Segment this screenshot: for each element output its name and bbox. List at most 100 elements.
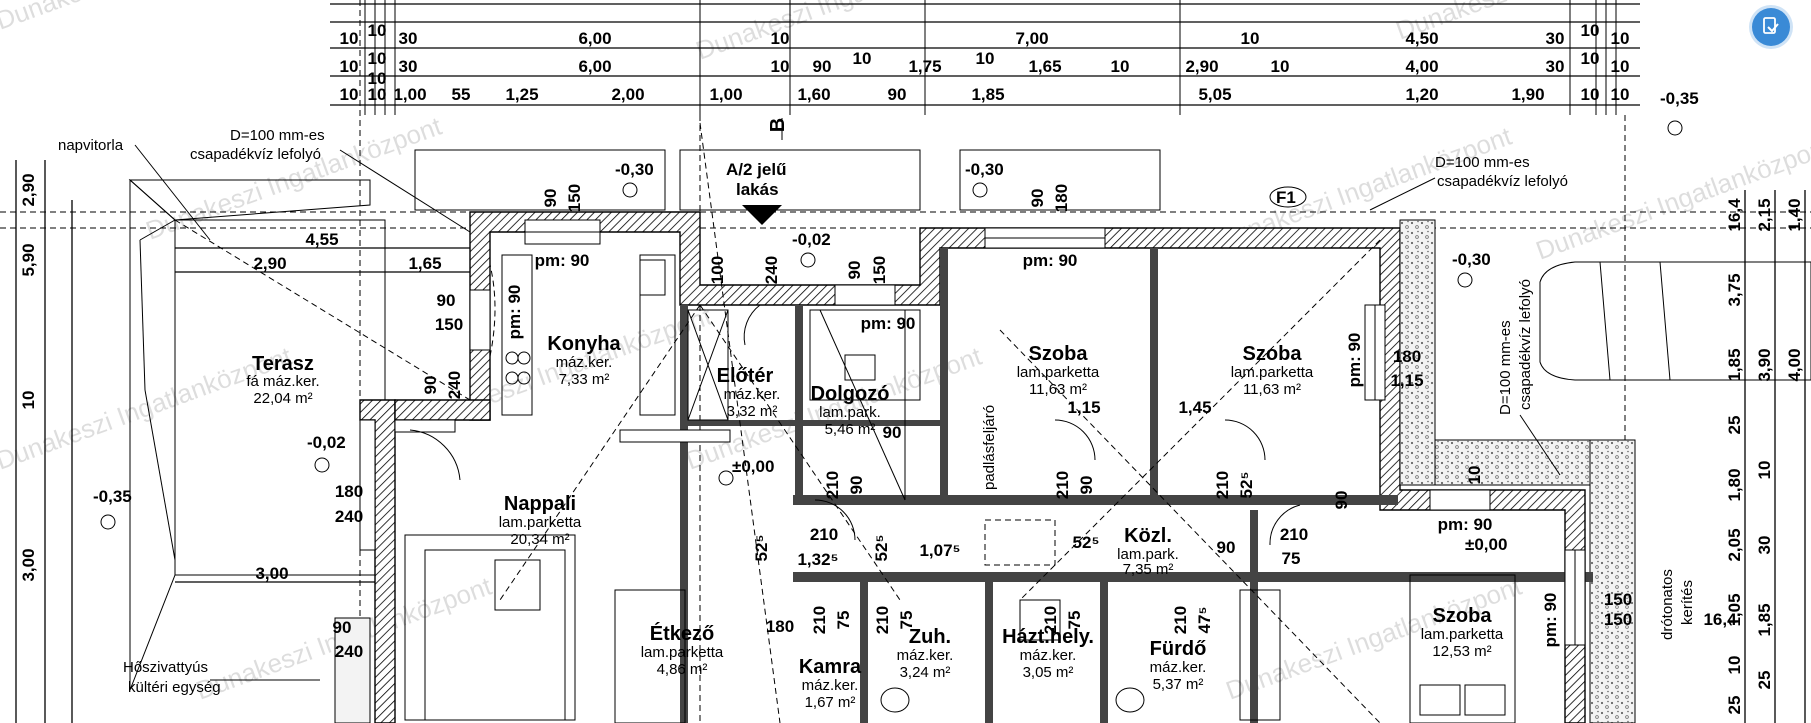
dim-label: 10 bbox=[1581, 49, 1600, 68]
dim-label: 210 bbox=[1171, 606, 1190, 634]
document-export-icon bbox=[1763, 17, 1779, 34]
dim-label: 75 bbox=[897, 611, 916, 630]
dim-label: 1,85 bbox=[1725, 348, 1744, 381]
dim-label: 10 bbox=[1465, 466, 1484, 485]
room-name: Fürdő bbox=[1150, 638, 1207, 660]
room-finish: lam.parketta bbox=[1231, 364, 1314, 381]
dim-label: 52⁵ bbox=[1073, 533, 1100, 552]
dim-label: 240 bbox=[335, 507, 363, 526]
dim-label: 1,65 bbox=[408, 254, 441, 273]
level-marker: -0,02 bbox=[307, 433, 346, 473]
level-marker: ±0,00 bbox=[718, 457, 774, 486]
dim-label: 52⁵ bbox=[752, 535, 771, 562]
room-name: Étkező bbox=[650, 622, 714, 645]
dim-label: 90 bbox=[437, 291, 456, 310]
dim-label: 150 bbox=[435, 315, 463, 334]
inner-dimensions: 90 150 90 240 180 240 90 240 pm: 90 pm: … bbox=[333, 184, 1738, 661]
room-name: Házt.hely. bbox=[1002, 626, 1094, 648]
room-area: 5,37 m² bbox=[1153, 676, 1204, 693]
dim-label: 150 bbox=[1604, 590, 1632, 609]
note-drain: csapadékvíz lefolyó bbox=[190, 146, 321, 163]
dim-label: 2,90 bbox=[19, 173, 38, 206]
note-heatpump: Hőszivattyús bbox=[123, 659, 208, 676]
dim-label: 1,85 bbox=[1755, 603, 1774, 636]
level-marker: -0,35 bbox=[93, 487, 132, 530]
car-outline bbox=[1539, 261, 1811, 381]
level-value: -0,02 bbox=[307, 433, 346, 452]
dim-label: 7,00 bbox=[1015, 29, 1048, 48]
level-marker: -0,30 bbox=[965, 160, 1004, 198]
dim-label: 10 bbox=[368, 85, 387, 104]
room-name: Dolgozó bbox=[811, 383, 890, 405]
left-dimension-lines: 2,90 5,90 10 3,00 bbox=[15, 160, 73, 723]
dim-label: 90 bbox=[847, 476, 866, 495]
room-area: 11,63 m² bbox=[1243, 381, 1301, 398]
room-finish: máz.ker. bbox=[802, 677, 859, 694]
dim-label: 1,15 bbox=[1067, 398, 1100, 417]
dim-label: 10 bbox=[1611, 85, 1630, 104]
room-finish: lam.parketta bbox=[641, 644, 724, 661]
dim-label: pm: 90 bbox=[861, 314, 916, 333]
dim-label: 210 bbox=[1280, 525, 1308, 544]
note-drain: D=100 mm-es bbox=[230, 127, 325, 144]
dim-label: 6,00 bbox=[578, 57, 611, 76]
note-fence: kerítés bbox=[1679, 580, 1696, 625]
dim-label: 10 bbox=[1581, 85, 1600, 104]
f1-label: F1 bbox=[1276, 188, 1296, 207]
note-attic: padlásfeljáró bbox=[981, 405, 998, 490]
unit-entrance: B A/2 jelű lakás F1 bbox=[414, 118, 1307, 225]
level-value: -0,35 bbox=[1660, 89, 1699, 108]
dim-label: 5,90 bbox=[19, 243, 38, 276]
room-name: Nappali bbox=[504, 493, 576, 515]
room-area: 1,67 m² bbox=[805, 694, 856, 711]
dim-label: 5,05 bbox=[1198, 85, 1231, 104]
dim-label: pm: 90 bbox=[1438, 515, 1493, 534]
unit-label: A/2 jelű bbox=[726, 160, 786, 179]
dim-label: pm: 90 bbox=[1345, 333, 1364, 388]
dim-label: 240 bbox=[762, 256, 781, 284]
room-name: Zuh. bbox=[909, 626, 951, 648]
dim-label: 90 bbox=[1028, 189, 1047, 208]
dim-label: 25 bbox=[1725, 416, 1744, 435]
note-fence: drótonatos bbox=[1659, 569, 1676, 640]
room-name: Közl. bbox=[1124, 525, 1172, 547]
dim-label: 10 bbox=[19, 391, 38, 410]
dim-label: pm: 90 bbox=[505, 285, 524, 340]
dim-label: 4,00 bbox=[1785, 348, 1804, 381]
dim-label: 210 bbox=[1053, 471, 1072, 499]
dim-label: 25 bbox=[1755, 671, 1774, 690]
dim-label: 2,15 bbox=[1755, 198, 1774, 231]
level-marker: -0,02 bbox=[792, 230, 831, 268]
dim-label: 6,00 bbox=[578, 29, 611, 48]
dim-label: 1,00 bbox=[393, 85, 426, 104]
dim-label: 90 bbox=[541, 189, 560, 208]
dim-label: 10 bbox=[1241, 29, 1260, 48]
watermark: Dunakeszi Ingatlanközpont bbox=[0, 0, 296, 36]
room-finish: máz.ker. bbox=[897, 647, 954, 664]
roof-lines bbox=[499, 122, 1381, 723]
dim-label: 30 bbox=[1546, 29, 1565, 48]
dim-label: 1,25 bbox=[505, 85, 538, 104]
unit-label: lakás bbox=[736, 180, 779, 199]
room-area: 20,34 m² bbox=[510, 531, 569, 548]
dim-label: 150 bbox=[565, 184, 584, 212]
room-labels: Konyha máz.ker. 7,33 m² Előtér máz.ker. … bbox=[499, 333, 1504, 711]
dim-label: 30 bbox=[1546, 57, 1565, 76]
dim-label: 10 bbox=[340, 57, 359, 76]
document-export-button[interactable] bbox=[1752, 8, 1790, 46]
dim-label: 90 bbox=[888, 85, 907, 104]
room-finish: lam.parketta bbox=[1421, 626, 1504, 643]
dim-label: 30 bbox=[399, 57, 418, 76]
dim-label: 2,05 bbox=[1725, 528, 1744, 561]
dim-label: 10 bbox=[771, 29, 790, 48]
dim-label: 75 bbox=[1282, 549, 1301, 568]
room-area: 7,33 m² bbox=[559, 371, 610, 388]
dim-label: 210 bbox=[1041, 606, 1060, 634]
level-value: -0,30 bbox=[1452, 250, 1491, 269]
room-finish: lam.parketta bbox=[499, 514, 582, 531]
room-area: 11,63 m² bbox=[1029, 381, 1087, 398]
room-finish: máz.ker. bbox=[1150, 659, 1207, 676]
dim-label: pm: 90 bbox=[535, 251, 590, 270]
dim-label: 100 bbox=[708, 256, 727, 284]
